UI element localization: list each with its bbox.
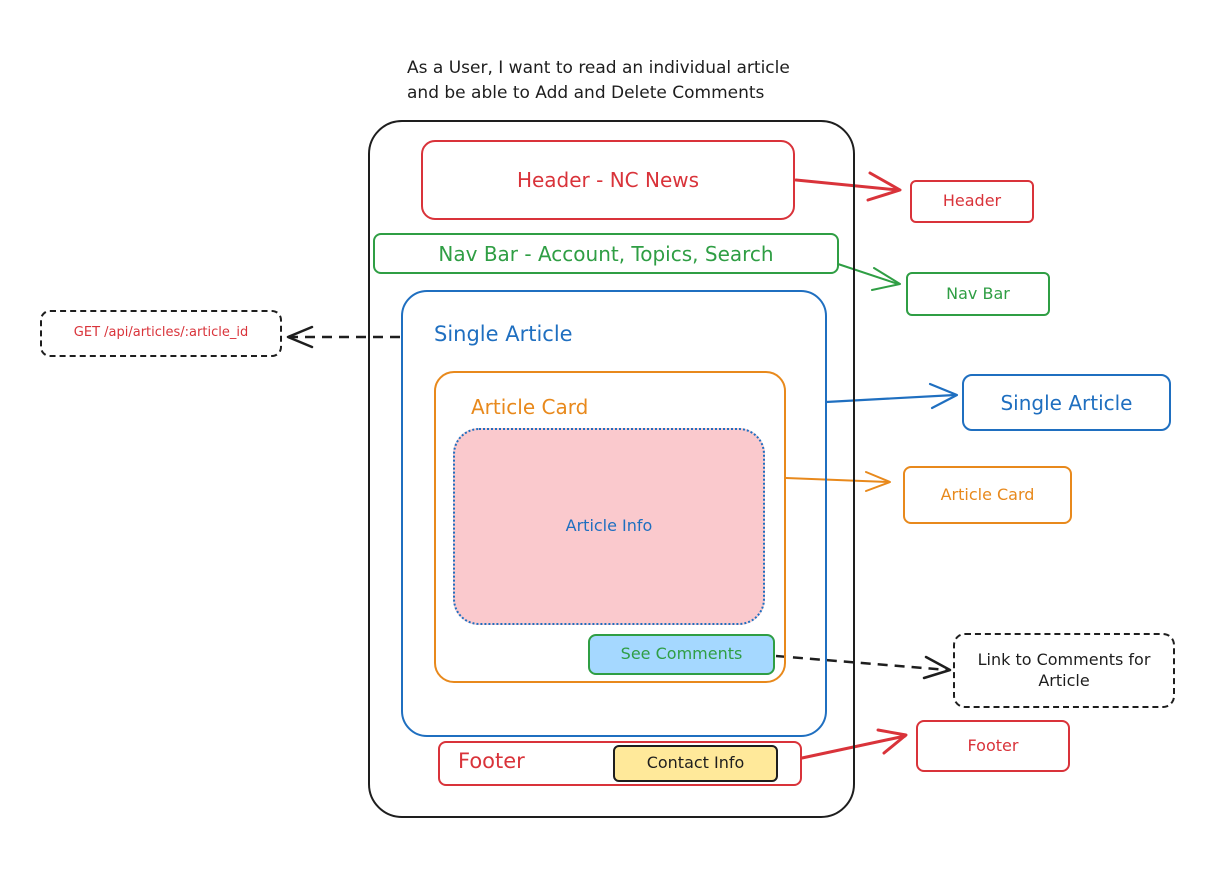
single-article-callout-label: Single Article bbox=[1000, 390, 1133, 415]
api-endpoint-callout: GET /api/articles/:article_id bbox=[40, 310, 282, 357]
article-info-box: Article Info bbox=[453, 428, 765, 625]
see-comments-button[interactable]: See Comments bbox=[588, 634, 775, 675]
contact-info-box[interactable]: Contact Info bbox=[613, 745, 778, 782]
footer-label: Footer bbox=[458, 749, 525, 773]
nav-bar-arrow bbox=[837, 263, 899, 285]
nav-bar-callout-label: Nav Bar bbox=[946, 283, 1010, 303]
header-label: Header - NC News bbox=[516, 168, 700, 192]
single-article-label: Single Article bbox=[434, 322, 573, 346]
page-frame bbox=[368, 120, 855, 818]
see-comments-label: See Comments bbox=[620, 644, 743, 664]
title-line-1: As a User, I want to read an individual … bbox=[407, 58, 790, 78]
article-card-callout-label: Article Card bbox=[940, 484, 1035, 504]
article-card-box bbox=[434, 371, 786, 683]
nav-bar-box: Nav Bar - Account, Topics, Search bbox=[373, 233, 839, 274]
footer-callout: Footer bbox=[916, 720, 1070, 772]
single-article-callout: Single Article bbox=[962, 374, 1171, 431]
header-box: Header - NC News bbox=[421, 140, 795, 220]
single-article-arrow bbox=[824, 393, 957, 404]
diagram-title: As a User, I want to read an individual … bbox=[407, 56, 790, 106]
single-article-box bbox=[401, 290, 827, 737]
title-line-2: and be able to Add and Delete Comments bbox=[407, 83, 765, 103]
footer-callout-label: Footer bbox=[967, 735, 1019, 755]
nav-bar-callout: Nav Bar bbox=[906, 272, 1050, 316]
header-callout-label: Header bbox=[942, 191, 1002, 211]
header-callout: Header bbox=[910, 180, 1034, 223]
comments-link-label: Link to Comments for Article bbox=[977, 649, 1151, 690]
header-arrow bbox=[794, 178, 900, 192]
footer-box bbox=[438, 741, 802, 786]
nav-bar-label: Nav Bar - Account, Topics, Search bbox=[438, 241, 774, 266]
article-card-arrow bbox=[785, 477, 889, 483]
comments-arrow bbox=[775, 654, 949, 672]
article-info-label: Article Info bbox=[565, 516, 653, 536]
contact-info-label: Contact Info bbox=[646, 753, 745, 773]
api-endpoint-label: GET /api/articles/:article_id bbox=[73, 325, 249, 341]
comments-link-callout: Link to Comments for Article bbox=[953, 633, 1175, 708]
article-card-label: Article Card bbox=[471, 395, 589, 419]
article-card-callout: Article Card bbox=[903, 466, 1072, 524]
